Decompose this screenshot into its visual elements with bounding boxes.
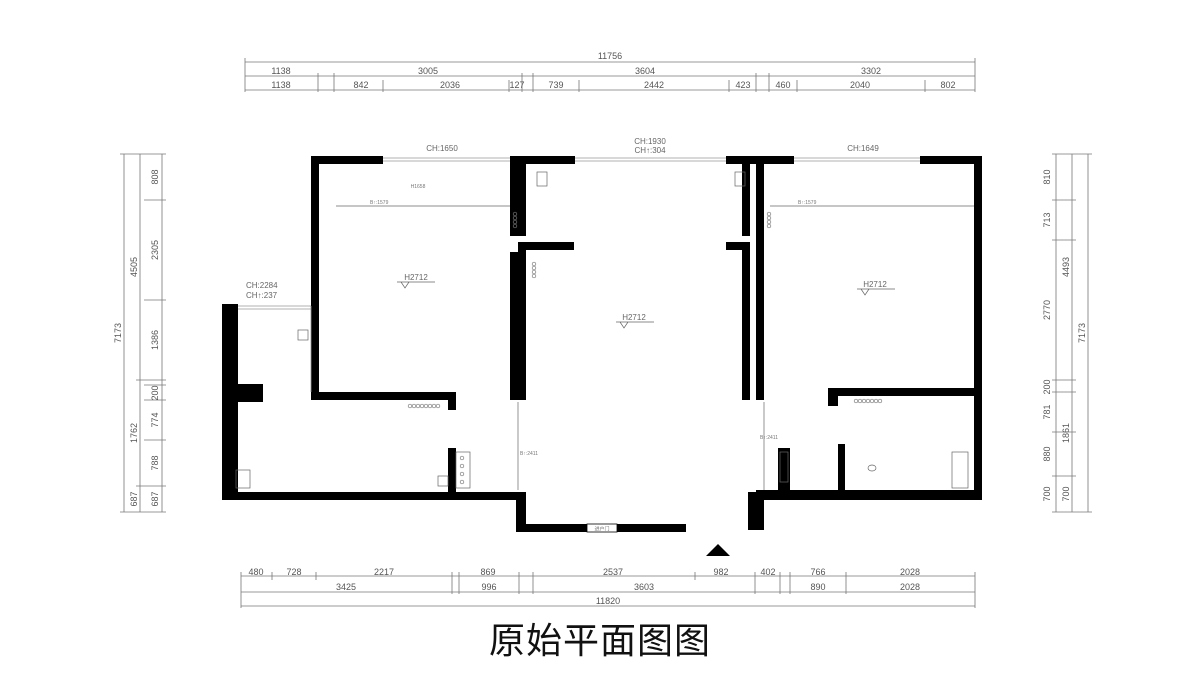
left-dimensions: 7173 4505 1762 687 808 2305 1386 200 774… <box>113 153 166 513</box>
height-label-living: H2712 <box>622 313 646 322</box>
bottom-dim-2: 728 <box>286 567 301 577</box>
walls <box>222 156 982 532</box>
left-inner-1: 808 <box>150 169 160 184</box>
bottom-dim-4: 869 <box>480 567 495 577</box>
windows <box>238 157 920 392</box>
bottom-sub-3: 3603 <box>634 582 654 592</box>
radiator-icon <box>407 211 883 485</box>
bottom-sub-4: 890 <box>810 582 825 592</box>
bottom-dim-1: 480 <box>248 567 263 577</box>
right-inner-1: 810 <box>1042 169 1052 184</box>
beam-label-right: B↑:1579 <box>798 200 817 206</box>
right-inner-2: 713 <box>1042 212 1052 227</box>
labels: CH:1650 CH:1930 CH↑:304 CH:1649 CH:2284 … <box>246 137 895 556</box>
toilet-icon <box>867 464 877 472</box>
right-outer-2: 1861 <box>1061 423 1071 443</box>
top-sub-10: 802 <box>940 80 955 90</box>
height-label-left: H2712 <box>404 273 428 282</box>
ch-left-room-label: CH:1650 <box>426 144 458 153</box>
top-sub-5: 739 <box>548 80 563 90</box>
top-dim-4: 3302 <box>861 66 881 76</box>
ch-living-label-1: CH:1930 <box>634 137 666 146</box>
right-dimensions: 810 713 2770 200 781 880 700 4493 1861 7… <box>1042 153 1092 513</box>
right-inner-3: 2770 <box>1042 300 1052 320</box>
pipe-icon <box>734 171 746 187</box>
water-heater-icon <box>455 451 471 489</box>
height-label-small: H1658 <box>411 184 426 190</box>
bottom-dim-5: 2537 <box>603 567 623 577</box>
bottom-dim-8: 766 <box>810 567 825 577</box>
door-height-label-right: B↑:2411 <box>760 435 778 441</box>
right-outer-1: 4493 <box>1061 257 1071 277</box>
right-inner-4: 200 <box>1042 379 1052 394</box>
top-total-dim: 11756 <box>598 51 622 61</box>
right-inner-7: 700 <box>1042 486 1052 501</box>
beam-label-left: B↑:1579 <box>370 200 389 206</box>
bottom-sub-5: 2028 <box>900 582 920 592</box>
left-total-dim: 7173 <box>113 323 123 343</box>
elevation-marker-icon <box>397 281 435 289</box>
bottom-dim-7: 402 <box>760 567 775 577</box>
bottom-sub-2: 996 <box>481 582 496 592</box>
height-label-right: H2712 <box>863 280 887 289</box>
bottom-dim-9: 2028 <box>900 567 920 577</box>
shaft-icon <box>779 451 789 483</box>
top-sub-7: 423 <box>735 80 750 90</box>
entrance-arrow-icon <box>706 544 730 556</box>
right-inner-5: 781 <box>1042 404 1052 419</box>
top-sub-8: 460 <box>775 80 790 90</box>
ch-balcony-label-1: CH:2284 <box>246 281 278 290</box>
bottom-dim-6: 982 <box>713 567 728 577</box>
pipe-icon <box>536 171 548 187</box>
left-outer-3: 687 <box>129 491 139 506</box>
bottom-dim-3: 2217 <box>374 567 394 577</box>
left-inner-5: 774 <box>150 412 160 427</box>
left-inner-7: 687 <box>150 491 160 506</box>
left-inner-3: 1386 <box>150 330 160 350</box>
left-outer-2: 1762 <box>129 423 139 443</box>
bottom-dimensions: 480 728 2217 869 2537 982 402 766 2028 3… <box>240 567 976 608</box>
left-inner-2: 2305 <box>150 240 160 260</box>
top-dim-3: 3604 <box>635 66 655 76</box>
bottom-sub-1: 3425 <box>336 582 356 592</box>
entry-door-marker <box>586 523 618 533</box>
top-dim-2: 3005 <box>418 66 438 76</box>
right-total-dim: 7173 <box>1077 323 1087 343</box>
top-sub-1: 1138 <box>271 80 290 90</box>
pipe-icon <box>437 475 449 487</box>
top-sub-4: 127 <box>509 80 524 90</box>
floor-drain-icon <box>235 469 251 489</box>
ch-right-room-label: CH:1649 <box>847 144 879 153</box>
plan-title: 原始平面图图 <box>488 621 711 662</box>
door-height-label-left: B↑:2411 <box>520 451 538 457</box>
right-inner-6: 880 <box>1042 446 1052 461</box>
top-sub-3: 2036 <box>440 80 460 90</box>
entry-door-label: 进户门 <box>594 526 609 533</box>
bathtub-icon <box>951 451 969 489</box>
top-sub-6: 2442 <box>644 80 664 90</box>
left-inner-6: 788 <box>150 455 160 470</box>
right-outer-3: 700 <box>1061 486 1071 501</box>
pipe-icon <box>297 329 309 341</box>
fixtures <box>235 171 974 490</box>
elevation-marker-icon <box>857 288 895 296</box>
left-outer-1: 4505 <box>129 257 139 277</box>
left-inner-4: 200 <box>150 385 160 400</box>
bottom-total-dim: 11820 <box>596 596 620 606</box>
top-dimensions: 11756 1138 3005 3604 3302 1138 842 2036 … <box>244 51 976 92</box>
ch-balcony-label-2: CH↑:237 <box>246 291 278 300</box>
top-dim-1: 1138 <box>271 66 290 76</box>
ch-living-label-2: CH↑:304 <box>634 146 666 155</box>
top-sub-9: 2040 <box>850 80 870 90</box>
elevation-marker-icon <box>616 321 654 329</box>
top-sub-2: 842 <box>353 80 368 90</box>
